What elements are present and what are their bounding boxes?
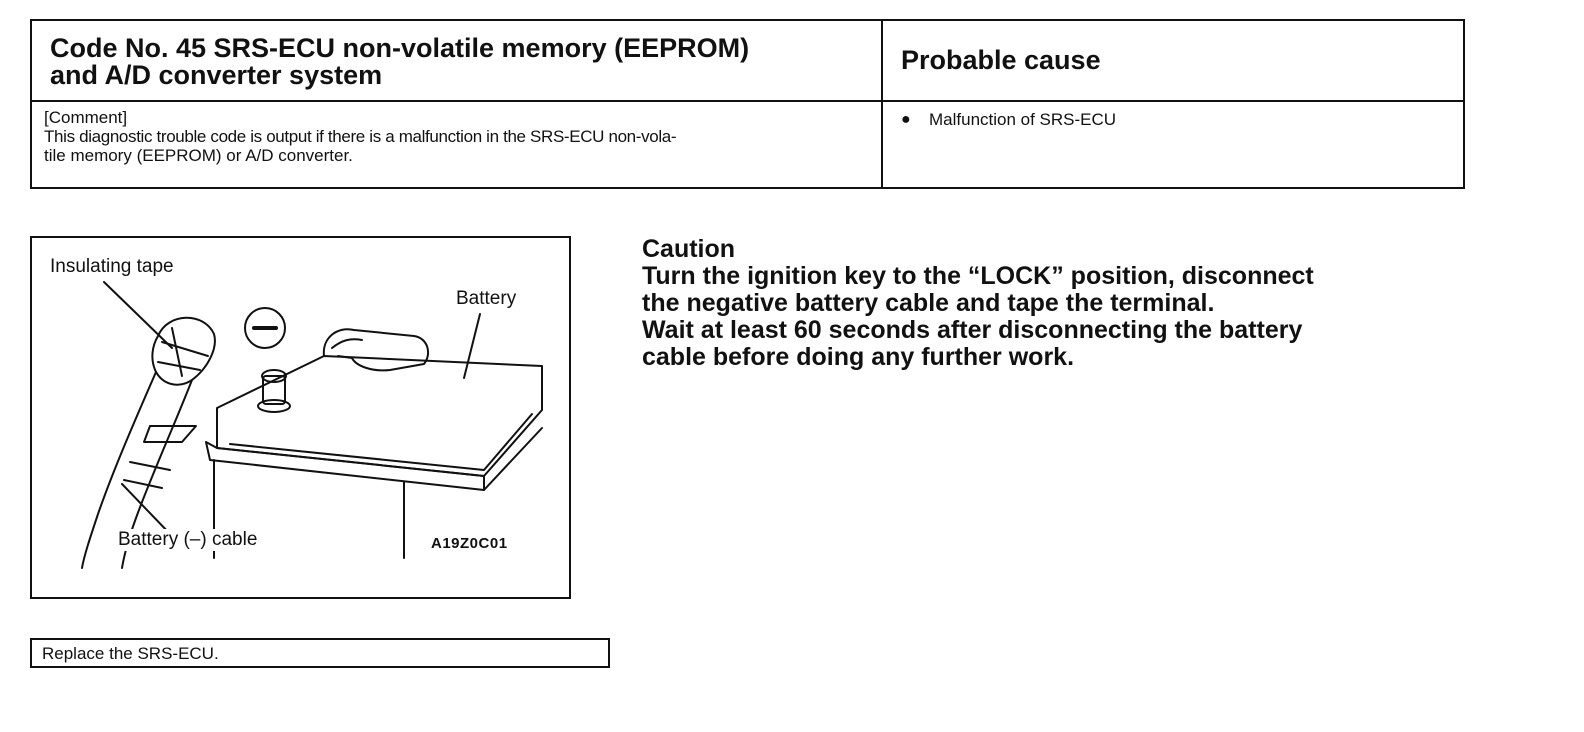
terminal-base xyxy=(257,399,291,413)
terminal-post xyxy=(262,375,286,405)
caution-line2: the negative battery cable and tape the … xyxy=(642,289,1215,317)
battery-lip xyxy=(205,441,485,491)
cable-tape xyxy=(151,316,216,386)
terminal-cover-detail xyxy=(331,338,363,349)
remedy-box: Replace the SRS-ECU. xyxy=(30,638,610,668)
terminal-cover xyxy=(322,328,430,372)
minus-circle xyxy=(244,307,286,349)
dtc-heading-line1: Code No. 45 SRS-ECU non-volatile memory … xyxy=(50,33,750,63)
tape-strip xyxy=(143,425,197,443)
dtc-heading-line2: and A/D converter system xyxy=(50,60,383,90)
label-insulating-tape: Insulating tape xyxy=(48,256,176,278)
dtc-heading: Code No. 45 SRS-ECU non-volatile memory … xyxy=(32,21,883,102)
dtc-table: Code No. 45 SRS-ECU non-volatile memory … xyxy=(30,19,1465,189)
battery-top-rim xyxy=(229,413,533,471)
caution-line4: cable before doing any further work. xyxy=(642,343,1075,371)
cause-cell: ● Malfunction of SRS-ECU xyxy=(883,102,1463,187)
leader-cable xyxy=(121,483,173,537)
probable-cause-heading: Probable cause xyxy=(883,21,1463,102)
remedy-text: Replace the SRS-ECU. xyxy=(42,644,219,663)
comment-line2: tile memory (EEPROM) or A/D converter. xyxy=(44,146,353,165)
leader-battery xyxy=(463,313,481,379)
battery-drawing xyxy=(81,281,543,569)
tape-wrap-3 xyxy=(171,327,183,377)
caution-title: Caution xyxy=(642,235,736,263)
leader-tape xyxy=(103,281,173,349)
comment-cell: [Comment] This diagnostic trouble code i… xyxy=(32,102,883,187)
tape-wrap-1 xyxy=(161,341,209,357)
cause-text: Malfunction of SRS-ECU xyxy=(929,110,1117,129)
comment-line1: This diagnostic trouble code is output i… xyxy=(44,127,677,146)
battery-body-right xyxy=(483,427,543,491)
caution-line3: Wait at least 60 seconds after disconnec… xyxy=(642,316,1303,344)
terminal-top xyxy=(261,369,287,383)
cable-line-left xyxy=(81,371,157,569)
caution-block: Caution Turn the ignition key to the “LO… xyxy=(642,236,1472,371)
bullet-icon: ● xyxy=(901,111,911,128)
tape-wrap-5 xyxy=(123,479,163,489)
label-battery-cable: Battery (–) cable xyxy=(116,529,260,551)
tape-wrap-4 xyxy=(129,461,171,471)
battery-illustration: Insulating tape Battery Battery (–) cabl… xyxy=(30,236,571,599)
comment-label: [Comment] xyxy=(44,108,128,127)
caution-line1: Turn the ignition key to the “LOCK” posi… xyxy=(642,262,1314,290)
cable-line-right xyxy=(121,379,193,569)
label-battery: Battery xyxy=(454,288,519,310)
figure-code: A19Z0C01 xyxy=(429,535,510,552)
probable-cause-heading-text: Probable cause xyxy=(901,45,1101,75)
